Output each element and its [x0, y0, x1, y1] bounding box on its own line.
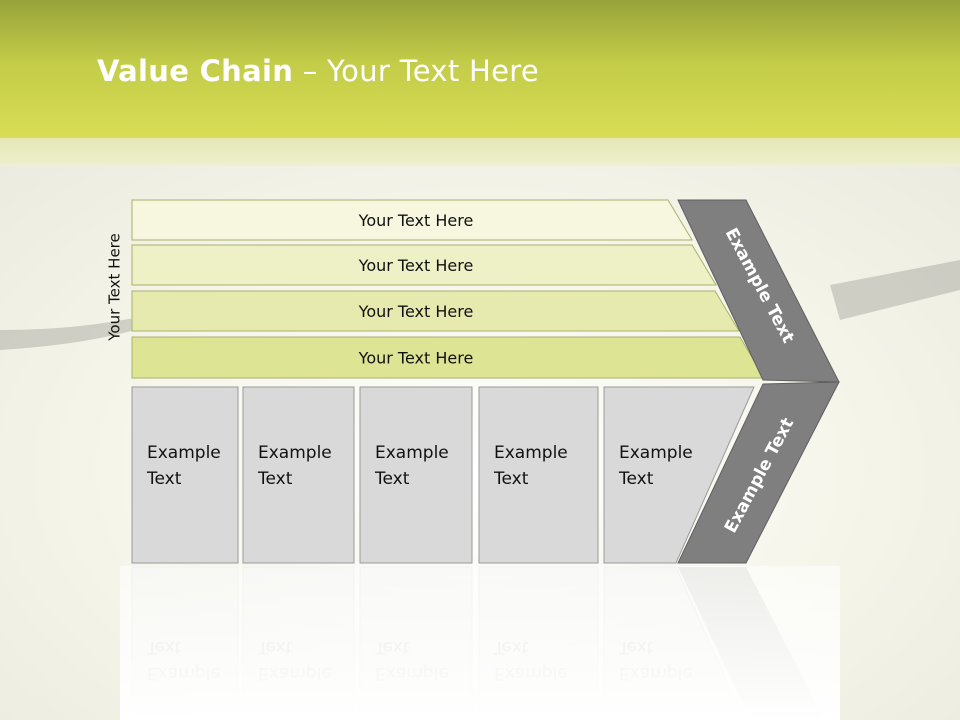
slide-title: Value Chain – Your Text Here	[97, 54, 539, 88]
box-4-line-2: Text	[493, 469, 529, 489]
header-bar	[0, 0, 960, 138]
row-label-3: Your Text Here	[358, 302, 474, 321]
box-4	[478, 386, 599, 564]
row-label-4: Your Text Here	[358, 349, 474, 368]
header-band	[0, 138, 960, 166]
row-label-1: Your Text Here	[358, 211, 474, 230]
box-3-line-2: Text	[374, 469, 410, 489]
title-rest: – Your Text Here	[293, 54, 539, 88]
side-label-container: Your Text Here	[102, 222, 128, 352]
row-bar-1	[131, 199, 693, 241]
chevron-lower-arm	[677, 381, 840, 564]
fork-graphic-left	[0, 318, 135, 350]
box-1-line-2: Text	[146, 469, 182, 489]
box-3-line-1: Example	[375, 443, 449, 463]
row-label-2: Your Text Here	[358, 256, 474, 275]
box-5	[603, 386, 755, 564]
box-2	[242, 386, 355, 564]
box-1-line-1: Example	[147, 443, 221, 463]
fork-graphic-right	[830, 260, 960, 320]
box-2-line-2: Text	[257, 469, 293, 489]
box-4-line-1: Example	[494, 443, 568, 463]
box-5-line-2: Text	[618, 469, 654, 489]
reflection-fade	[120, 566, 840, 720]
side-label: Your Text Here	[106, 233, 124, 341]
box-5-line-1: Example	[619, 443, 693, 463]
row-bar-3	[131, 290, 740, 332]
box-1	[131, 386, 239, 564]
box-2-line-1: Example	[258, 443, 332, 463]
row-bar-2	[131, 244, 717, 286]
title-bold: Value Chain	[97, 54, 294, 88]
box-3	[359, 386, 473, 564]
